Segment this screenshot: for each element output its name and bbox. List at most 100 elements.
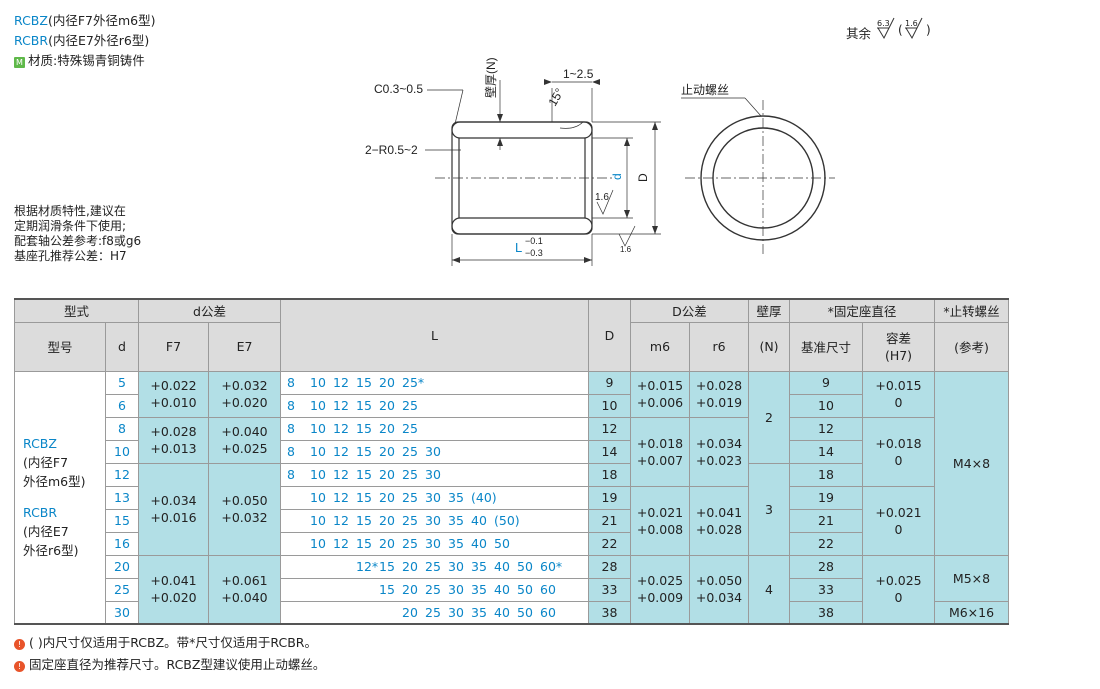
base-size-cell: 10 (789, 393, 863, 418)
surface-note-prefix: 其余 (846, 26, 872, 41)
d-cell: 5 (105, 370, 139, 395)
roughness-symbol-icon: 6.3 ( 1.6 ) (877, 17, 931, 40)
m6-cell: +0.018+0.007 (630, 416, 690, 487)
outer-diameter-cell: 9 (588, 370, 631, 395)
header-d: d (105, 321, 139, 372)
d-cell: 10 (105, 439, 139, 464)
d-cell: 13 (105, 485, 139, 510)
header-outer-diameter: D (588, 298, 631, 372)
footnotes: !( )内尺寸仅适用于RCBZ。带*尺寸仅适用于RCBR。 ! 固定座直径为推荐尺… (14, 632, 325, 676)
svg-text:): ) (926, 23, 931, 37)
base-size-cell: 33 (789, 577, 863, 602)
spec-table: 型式 d公差 L D D公差 壁厚 *固定座直径 *止转螺丝 型号 d F7 E… (14, 298, 1009, 625)
outer-diameter-cell: 14 (588, 439, 631, 464)
outer-diameter-cell: 19 (588, 485, 631, 510)
info-icon: ! (14, 661, 25, 672)
footnote: !( )内尺寸仅适用于RCBZ。带*尺寸仅适用于RCBR。 (14, 632, 325, 654)
footnote-text: 固定座直径为推荐尺寸。RCBZ型建议使用止动螺丝。 (29, 657, 326, 672)
footnote: ! 固定座直径为推荐尺寸。RCBZ型建议使用止动螺丝。 (14, 654, 325, 676)
model-desc-rcbr: (内径E7外径r6型) (48, 33, 150, 48)
base-size-cell: 18 (789, 462, 863, 487)
base-size-cell: 19 (789, 485, 863, 510)
m6-cell: +0.021+0.008 (630, 485, 690, 556)
radius-label: 2−R0.5~2 (365, 143, 418, 157)
header-n: (N) (748, 321, 790, 372)
length-lower-tol: −0.3 (525, 248, 543, 258)
d-cell: 8 (105, 416, 139, 441)
inner-diameter-label: d (610, 173, 624, 180)
surface-roughness-note: 其余 6.3 ( 1.6 ) (846, 16, 956, 46)
e7-cell: +0.061+0.040 (208, 554, 281, 625)
d-cell: 15 (105, 508, 139, 533)
r6-cell: +0.028+0.019 (689, 370, 749, 418)
d-cell: 6 (105, 393, 139, 418)
outer-diameter-cell: 10 (588, 393, 631, 418)
outer-diameter-cell: 38 (588, 600, 631, 625)
header-tolerance-h7: 容差(H7) (862, 321, 935, 372)
usage-note-line: 配套轴公差参考:f8或g6 (14, 234, 142, 248)
svg-text:6.3: 6.3 (877, 19, 890, 28)
d-cell: 16 (105, 531, 139, 556)
chamfer-label: C0.3~0.5 (374, 82, 423, 96)
model-desc-rcbz: (内径F7外径m6型) (47, 13, 156, 28)
model-rcbz-desc: (内径F7 (23, 455, 69, 471)
model-rcbz-desc: 外径m6型) (23, 474, 86, 490)
model-code-rcbr: RCBR (14, 33, 49, 48)
usage-note-line: 定期润滑条件下使用; (14, 219, 127, 233)
base-size-cell: 38 (789, 600, 863, 625)
header-fixing-diameter: *固定座直径 (789, 298, 935, 323)
header-D-tolerance: D公差 (630, 298, 749, 323)
d-cell: 12 (105, 462, 139, 487)
screw-cell: M4×8 (934, 370, 1009, 556)
svg-text:1.6: 1.6 (905, 19, 918, 28)
model-code-rcbz: RCBZ (14, 13, 48, 28)
model-rcbz: RCBZ (23, 436, 57, 452)
e7-cell: +0.050+0.032 (208, 462, 281, 556)
outer-diameter-cell: 33 (588, 577, 631, 602)
header-f7: F7 (138, 321, 209, 372)
angle-label: 15° (545, 86, 566, 109)
roughness-label: 1.6 (595, 192, 609, 203)
base-size-cell: 22 (789, 531, 863, 556)
base-size-cell: 14 (789, 439, 863, 464)
header-base-size: 基准尺寸 (789, 321, 863, 372)
header-m6: m6 (630, 321, 690, 372)
m6-cell: +0.015+0.006 (630, 370, 690, 418)
r6-cell: +0.034+0.023 (689, 416, 749, 487)
header-length: L (280, 298, 589, 372)
length-label: L (515, 240, 522, 255)
f7-cell: +0.022+0.010 (138, 370, 209, 418)
outer-diameter-cell: 21 (588, 508, 631, 533)
f7-cell: +0.041+0.020 (138, 554, 209, 625)
header-stop-screw: *止转螺丝 (934, 298, 1009, 323)
outer-diameter-label: D (636, 173, 650, 182)
f7-cell: +0.028+0.013 (138, 416, 209, 464)
header-e7: E7 (208, 321, 281, 372)
gap-label: 1~2.5 (563, 67, 594, 81)
outer-diameter-cell: 28 (588, 554, 631, 579)
d-cell: 30 (105, 600, 139, 625)
svg-text:(: ( (898, 23, 903, 37)
model-rcbr-desc: (内径E7 (23, 524, 69, 540)
header-d-tolerance: d公差 (138, 298, 281, 323)
screw-cell: M6×16 (934, 600, 1009, 625)
outer-diameter-cell: 22 (588, 531, 631, 556)
r6-cell: +0.041+0.028 (689, 485, 749, 556)
